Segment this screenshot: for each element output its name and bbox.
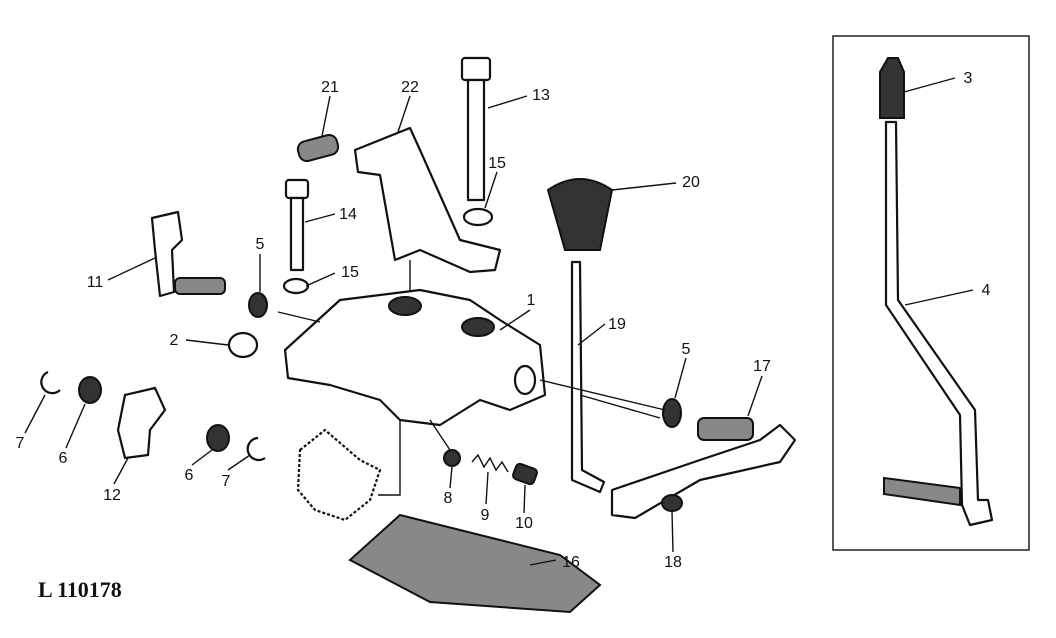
callout-9: 9	[481, 507, 490, 524]
callout-2: 2	[170, 332, 179, 349]
part-19-rod	[570, 260, 606, 494]
callout-5: 5	[256, 236, 265, 253]
housing-bore	[388, 296, 422, 316]
callout-6: 6	[185, 467, 194, 484]
part-15-washer	[282, 277, 310, 295]
callout-6: 6	[59, 450, 68, 467]
leader-lines	[24, 77, 974, 566]
part-22-bracket	[353, 126, 502, 274]
part-3-knob	[879, 57, 905, 119]
part-ghost-detent	[296, 428, 382, 522]
callout-5: 5	[682, 341, 691, 358]
part-6-washer	[206, 424, 230, 452]
callout-3: 3	[964, 70, 973, 87]
callout-13: 13	[532, 87, 550, 104]
part-5-seal	[662, 398, 682, 428]
callout-7: 7	[16, 435, 25, 452]
part-4-lever-pin	[883, 476, 961, 507]
callout-8: 8	[444, 490, 453, 507]
part-15-washer	[462, 207, 494, 227]
inset-frame	[832, 35, 1030, 551]
callout-4: 4	[982, 282, 991, 299]
part-16-gasket	[348, 513, 602, 614]
part-8-ball	[443, 449, 461, 467]
callout-15: 15	[488, 155, 506, 172]
callout-22: 22	[401, 79, 419, 96]
figure-id: L 110178	[38, 577, 122, 602]
part-2-plug	[227, 331, 259, 359]
callout-21: 21	[321, 79, 339, 96]
part-18-washer	[661, 494, 683, 512]
callout-1: 1	[527, 292, 536, 309]
part-4-lever	[884, 120, 994, 527]
part-12-detent-arm	[116, 386, 167, 460]
callout-7: 7	[222, 473, 231, 490]
part-6-washer	[78, 376, 102, 404]
part-9-spring	[471, 453, 509, 473]
part-13-bolt-shank	[466, 78, 486, 202]
part-5-seal	[248, 292, 268, 318]
part-17-shaft	[697, 417, 754, 441]
callout-17: 17	[753, 358, 771, 375]
part-13-bolt-head	[460, 56, 492, 82]
callout-18: 18	[664, 554, 682, 571]
part-17-arm	[610, 423, 797, 520]
part-21-pin	[296, 133, 340, 163]
callout-19: 19	[608, 316, 626, 333]
part-11-shaft	[174, 277, 226, 295]
housing-bore	[513, 364, 537, 396]
part-20-knob	[546, 178, 614, 251]
callout-20: 20	[682, 174, 700, 191]
callout-11: 11	[87, 274, 104, 291]
callout-12: 12	[103, 487, 121, 504]
part-10-plug	[512, 462, 538, 486]
part-11-lever	[150, 210, 184, 298]
callout-10: 10	[515, 515, 533, 532]
callout-16: 16	[562, 554, 580, 571]
housing-bore	[461, 317, 495, 337]
callout-14: 14	[339, 206, 357, 223]
callout-15: 15	[341, 264, 359, 281]
part-7-clip	[246, 436, 266, 462]
part-14-bolt-shank	[289, 196, 305, 272]
part-7-clip	[40, 370, 61, 395]
part-14-bolt-head	[284, 178, 310, 200]
